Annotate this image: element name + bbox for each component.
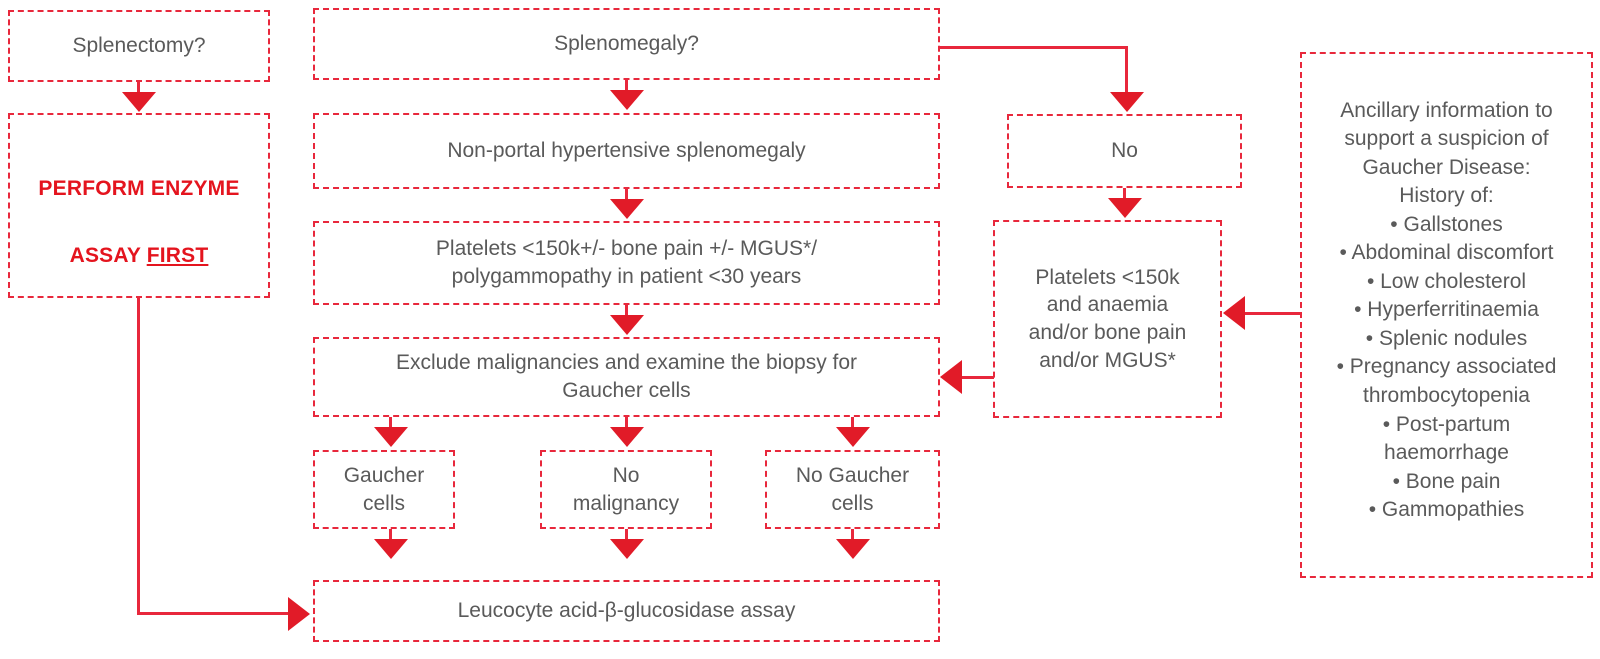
connector-stem-branch-no-gaucher <box>851 417 854 431</box>
node-non-portal-label: Non-portal hypertensive splenomegaly <box>447 139 806 163</box>
connector-perform-to-assay-horizontal <box>137 612 290 615</box>
node-gaucher-cells-label: Gaucher cells <box>343 463 425 515</box>
connector-stem-nonportal <box>625 189 628 203</box>
node-splenectomy[interactable]: Splenectomy? <box>8 10 270 82</box>
node-leucocyte-assay[interactable]: Leucocyte acid-β-glucosidase assay <box>313 580 940 642</box>
arrow-nonportal-to-platelets <box>610 199 644 219</box>
arrow-ancillary-to-platelets-right <box>1223 296 1245 330</box>
node-no-branch-label: No <box>1111 139 1138 163</box>
connector-ancillary-to-platelets-right <box>1245 312 1302 315</box>
arrow-platelets-right-to-exclude <box>940 360 962 394</box>
node-perform-enzyme-assay-label: PERFORM ENZYME ASSAY FIRST <box>18 138 260 272</box>
node-no-malignancy[interactable]: No malignancy <box>540 450 712 529</box>
arrow-no-malignancy-to-assay <box>610 539 644 559</box>
node-no-gaucher-cells[interactable]: No Gaucher cells <box>765 450 940 529</box>
node-platelets-criteria-label: Platelets <150k+/- bone pain +/- MGUS*/ … <box>435 237 818 288</box>
node-no-malignancy-label: No malignancy <box>572 463 680 515</box>
arrow-splenomegaly-to-no <box>1110 92 1144 112</box>
ancillary-content: Ancillary information to support a suspi… <box>1310 68 1583 525</box>
connector-perform-to-assay-vertical <box>137 298 140 615</box>
node-splenectomy-label: Splenectomy? <box>72 34 206 58</box>
arrow-no-to-platelets-right <box>1108 198 1142 218</box>
arrow-splenomegaly-to-nonportal <box>610 90 644 110</box>
arrow-splenectomy-to-perform <box>122 92 156 112</box>
arrow-perform-to-assay <box>288 597 310 631</box>
node-platelets-right[interactable]: Platelets <150k and anaemia and/or bone … <box>993 220 1222 418</box>
connector-splenomegaly-to-no-horizontal <box>940 46 1128 49</box>
node-perform-enzyme-assay[interactable]: PERFORM ENZYME ASSAY FIRST <box>8 113 270 298</box>
node-no-gaucher-cells-label: No Gaucher cells <box>795 463 910 515</box>
connector-stem-malignancy-to-assay <box>625 529 628 543</box>
ancillary-heading: Ancillary information to support a suspi… <box>1340 98 1553 179</box>
connector-stem-splenectomy <box>137 82 140 96</box>
connector-stem-platelets <box>625 305 628 319</box>
node-platelets-criteria[interactable]: Platelets <150k+/- bone pain +/- MGUS*/ … <box>313 221 940 305</box>
connector-splenomegaly-to-no-vertical <box>1125 46 1128 96</box>
node-leucocyte-assay-label: Leucocyte acid-β-glucosidase assay <box>457 599 796 623</box>
perform-line-1: PERFORM ENZYME <box>38 176 240 200</box>
ancillary-items-list: • Gallstones • Abdominal discomfort • Lo… <box>1336 212 1557 522</box>
connector-stem-branch-gaucher <box>389 417 392 431</box>
arrow-no-gaucher-cells-to-assay <box>836 539 870 559</box>
arrow-platelets-to-exclude <box>610 315 644 335</box>
node-no-branch[interactable]: No <box>1007 114 1242 188</box>
connector-stem-splenomegaly <box>625 80 628 94</box>
perform-line-2-underlined: FIRST <box>146 244 209 268</box>
node-gaucher-cells[interactable]: Gaucher cells <box>313 450 455 529</box>
connector-platelets-right-to-exclude <box>962 376 994 379</box>
arrow-exclude-to-no-gaucher-cells <box>836 427 870 447</box>
node-non-portal-hypertensive-splenomegaly[interactable]: Non-portal hypertensive splenomegaly <box>313 113 940 189</box>
node-exclude-malignancies-label: Exclude malignancies and examine the bio… <box>395 351 858 402</box>
arrow-gaucher-cells-to-assay <box>374 539 408 559</box>
connector-stem-no-to-platelets-right <box>1123 188 1126 202</box>
node-ancillary-information[interactable]: Ancillary information to support a suspi… <box>1300 52 1593 578</box>
arrow-exclude-to-no-malignancy <box>610 427 644 447</box>
perform-line-2-pre: ASSAY <box>69 244 147 268</box>
ancillary-subheading: History of: <box>1399 184 1494 208</box>
node-splenomegaly[interactable]: Splenomegaly? <box>313 8 940 80</box>
connector-stem-no-gaucher-to-assay <box>851 529 854 543</box>
arrow-exclude-to-gaucher-cells <box>374 427 408 447</box>
connector-stem-branch-malignancy <box>625 417 628 431</box>
connector-stem-gaucher-to-assay <box>389 529 392 543</box>
node-splenomegaly-label: Splenomegaly? <box>554 32 699 56</box>
node-exclude-malignancies[interactable]: Exclude malignancies and examine the bio… <box>313 337 940 417</box>
node-platelets-right-label: Platelets <150k and anaemia and/or bone … <box>1028 265 1187 372</box>
